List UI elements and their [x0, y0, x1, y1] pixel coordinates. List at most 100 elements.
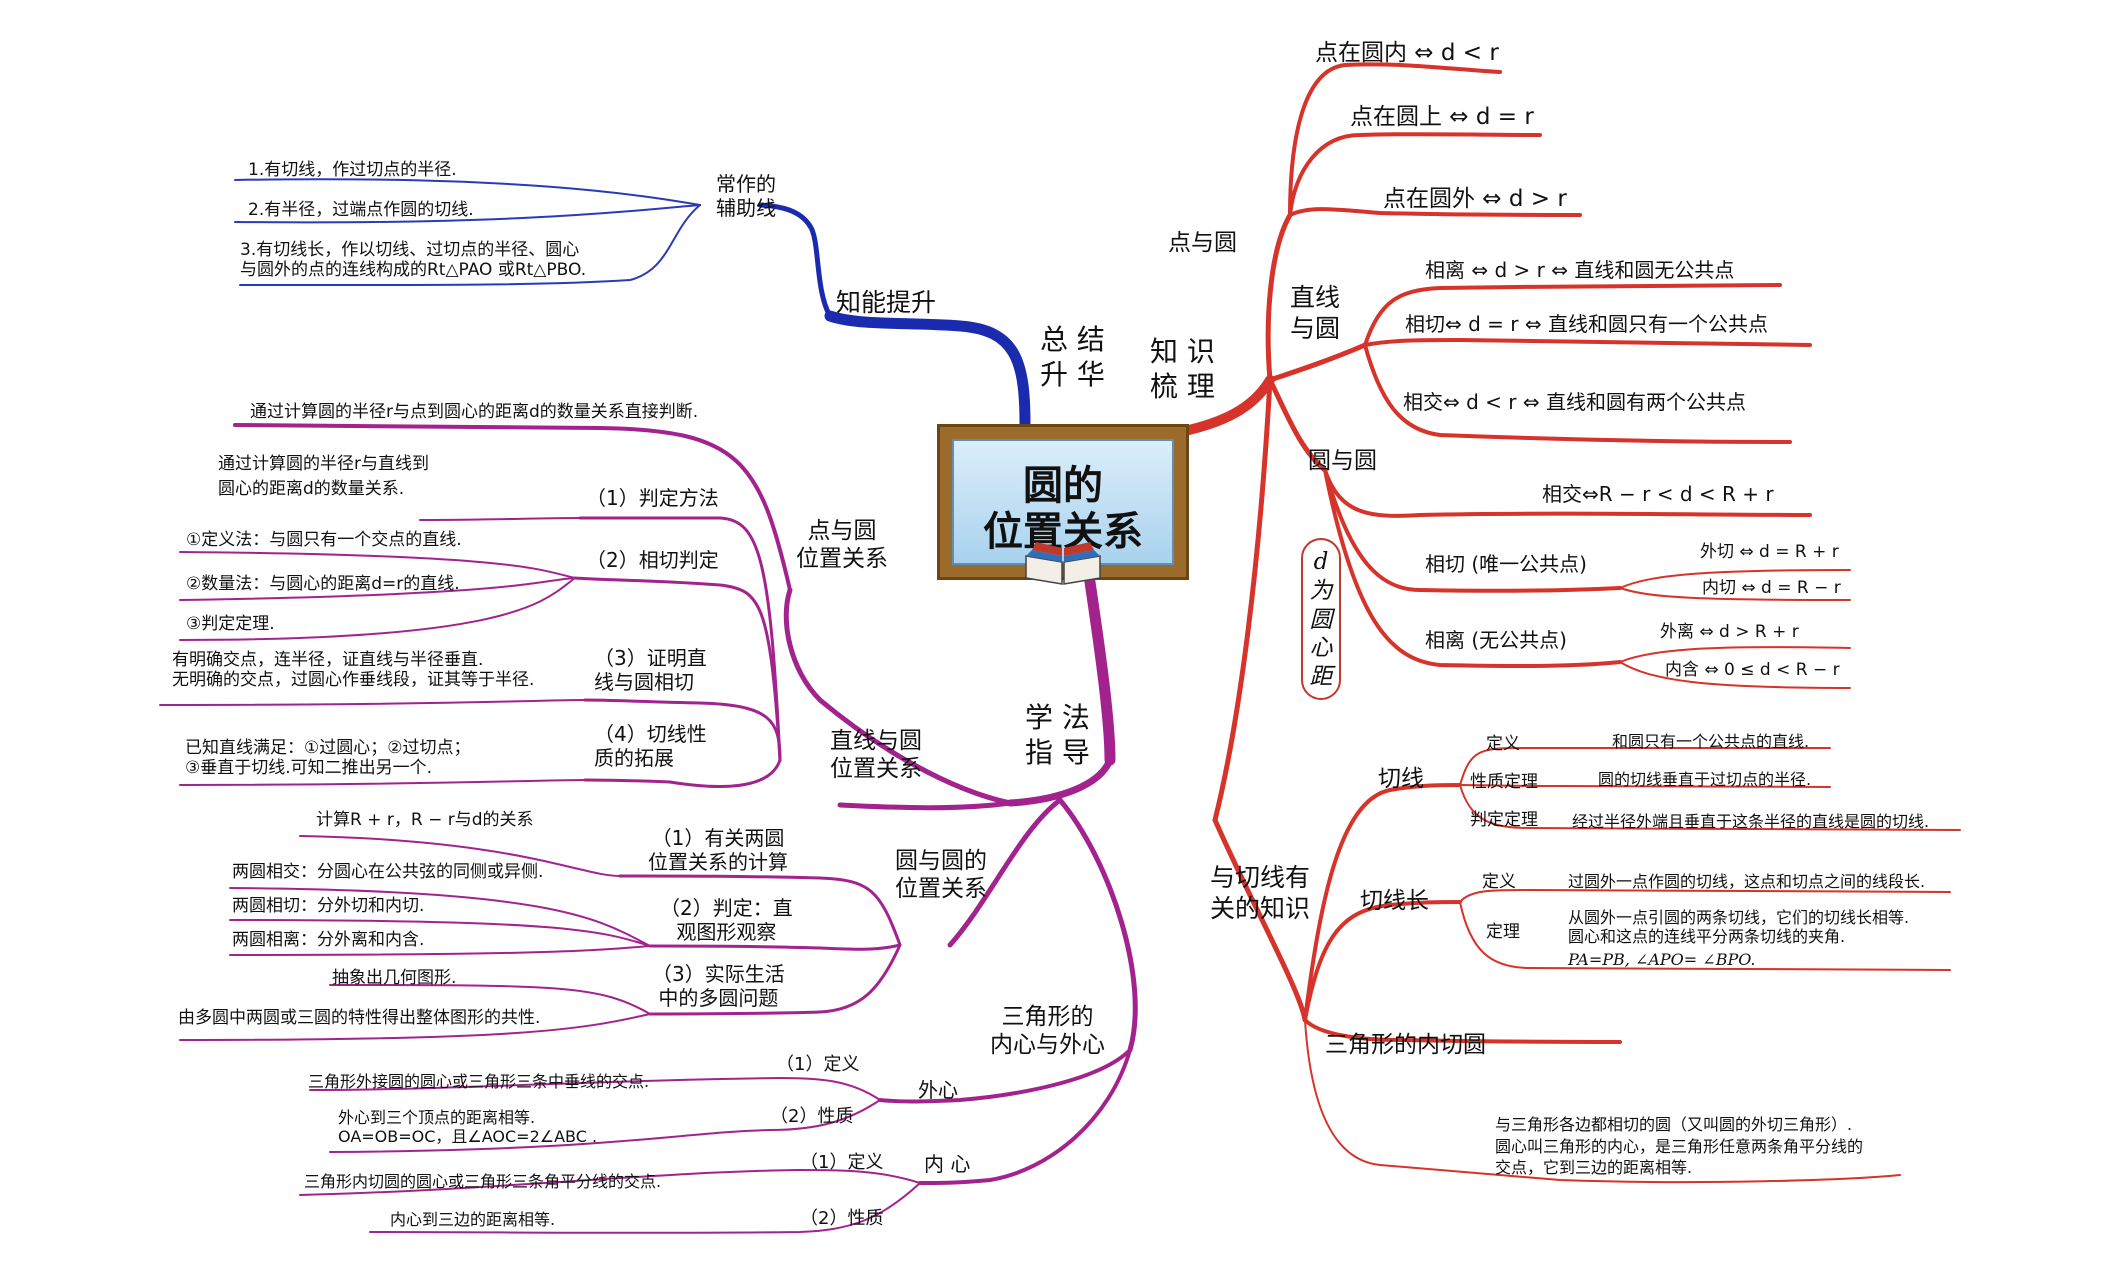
tl-prop-key: 性质定理	[1470, 772, 1538, 792]
l-triangle-node: 三角形的 内心与外心	[990, 1004, 1105, 1058]
l-cc-judge-node: （2）判定：直 观图形观察	[660, 896, 793, 944]
red-pc-1	[1288, 62, 1502, 217]
l-lc-method-text: 通过计算圆的半径r与直线到 圆心的距离d的数量关系.	[218, 454, 429, 499]
l-circle-circle-node: 圆与圆的 位置关系	[895, 848, 987, 902]
ability-node: 知能提升	[836, 288, 937, 317]
line-circle-node: 直线 与圆	[1290, 283, 1341, 344]
lc-tangent: 相切⇔ d = r ⇔ 直线和圆只有一个公共点	[1405, 312, 1768, 336]
red-cc-tangent	[1323, 468, 1622, 593]
l-cc-life-node: （3）实际生活 中的多圆问题	[652, 962, 785, 1010]
purple-lc-4	[583, 758, 782, 789]
l-circum-prop-key: （2）性质	[770, 1106, 854, 1127]
l-circum-prop-val: 外心到三个顶点的距离相等. OA=OB=OC，且∠AOC=2∠ABC .	[338, 1108, 598, 1147]
l-lc-method-node: （1）判定方法	[586, 486, 719, 510]
incircle-text: 与三角形各边都相切的圆（又叫圆的外切三角形）. 圆心叫三角形的内心，是三角形任意…	[1495, 1115, 1864, 1178]
circle-circle-node: 圆与圆	[1308, 448, 1377, 474]
red-cc-separate	[1323, 468, 1622, 668]
l-circum-def-key: （1）定义	[776, 1054, 860, 1075]
purple-lc-1-leaf	[419, 517, 581, 521]
pc-on: 点在圆上 ⇔ d = r	[1350, 104, 1534, 130]
red-point-circle	[1265, 212, 1293, 383]
aux-item-2: 2.有半径，过端点作圆的切线.	[248, 200, 474, 220]
l-line-circle-node: 直线与圆 位置关系	[830, 728, 922, 782]
purple-circum-def	[309, 1076, 881, 1101]
tlen-thm-key: 定理	[1486, 922, 1520, 942]
l-circum-node: 外心	[918, 1078, 958, 1102]
l-lc-judge-2: ②数量法：与圆心的距离d=r的直线.	[186, 574, 460, 594]
l-cc-life-2: 由多圆中两圆或三圆的特性得出整体图形的共性.	[178, 1008, 541, 1028]
red-lc-3	[1363, 343, 1792, 444]
red-circle-circle	[1267, 377, 1328, 473]
book-icon	[1025, 542, 1101, 585]
purple-circum	[878, 1048, 1132, 1104]
l-incenter-def-val: 三角形内切圆的圆心或三角形三条角平分线的交点.	[304, 1172, 662, 1191]
purple-incenter-def	[299, 1168, 921, 1196]
tlen-def-val: 过圆外一点作圆的切线，这点和切点之间的线段长.	[1568, 872, 1926, 891]
red-cc-intersect	[1323, 468, 1812, 518]
purple-triangle	[1057, 797, 1138, 1053]
blue-leaf-1	[234, 178, 701, 206]
summary-label: 总 结 升 华	[1040, 323, 1105, 391]
l-cc-calc-node: （1）有关两圆 位置关系的计算	[648, 826, 788, 874]
cc-separate-inner: 内含 ⇔ 0 ≤ d < R − r	[1665, 660, 1840, 680]
red-lc-1	[1363, 283, 1782, 347]
blue-leaf-3	[239, 204, 701, 287]
tl-prop-val: 圆的切线垂直于过切点的半径.	[1598, 770, 1812, 789]
tlen-def-key: 定义	[1482, 872, 1516, 892]
purple-cc-life-a	[329, 984, 651, 1015]
purple-lc-3-leaf	[159, 699, 586, 706]
blue-main-branch	[824, 310, 1031, 430]
aux-item-1: 1.有切线，作过切点的半径.	[248, 160, 457, 180]
red-trunk	[1184, 375, 1275, 435]
red-tangent-line	[1303, 783, 1462, 1022]
center-distance-note: d 为 圆 心 距	[1301, 538, 1341, 700]
l-lc-prove-text: 有明确交点，连半径，证直线与半径垂直. 无明确的交点，过圆心作垂线段，证其等于半…	[172, 650, 535, 691]
l-incenter-prop-key: （2）性质	[800, 1208, 884, 1229]
l-lc-prove-node: （3）证明直 线与圆相切	[594, 646, 707, 694]
blue-sub-branch	[757, 202, 833, 319]
red-tl-judge	[1459, 784, 1961, 831]
l-lc-extend-node: （4）切线性 质的拓展	[594, 722, 707, 770]
l-lc-extend-text: 已知直线满足：①过圆心；②过切点； ③垂直于切线.可知二推出另一个.	[185, 738, 471, 779]
purple-trunk	[1084, 576, 1116, 766]
l-cc-judge-2: 两圆相切：分外切和内切.	[232, 896, 425, 916]
l-cc-judge-3: 两圆相离：分外离和内含.	[232, 930, 425, 950]
l-circum-def-val: 三角形外接圆的圆心或三角形三条中垂线的交点.	[308, 1072, 650, 1091]
purple-lc-4-leaf	[179, 779, 586, 786]
red-tlen-thm	[1459, 901, 1951, 971]
tl-judge-val: 经过半径外端且垂直于这条半径的直线是圆的切线.	[1572, 812, 1930, 831]
red-incircle	[1303, 1018, 1622, 1044]
purple-lc-3	[583, 698, 782, 762]
l-lc-judge-node: （2）相切判定	[586, 548, 719, 572]
cc-tangent-outer: 外切 ⇔ d = R + r	[1700, 542, 1839, 562]
tangent-line-node: 切线	[1378, 766, 1424, 792]
purple-lc-2	[573, 576, 782, 762]
knowledge-label: 知 识 梳 理	[1150, 335, 1215, 403]
cc-intersect: 相交⇔R − r < d < R + r	[1542, 482, 1774, 506]
red-tangent-length	[1303, 900, 1462, 1022]
purple-cc-life	[648, 943, 902, 1016]
purple-cc	[947, 797, 1063, 948]
tangent-length-node: 切线长	[1360, 888, 1429, 914]
purple-incenter	[918, 1048, 1132, 1185]
red-cc-s-inner	[1619, 661, 1851, 689]
purple-split	[1006, 756, 1114, 807]
red-incircle-text	[1304, 1019, 1901, 1184]
l-pc-text: 通过计算圆的半径r与点到圆心的距离d的数量关系直接判断.	[250, 402, 699, 422]
board-face: 圆的 位置关系	[952, 439, 1174, 565]
cc-separate-outer: 外离 ⇔ d > R + r	[1660, 622, 1799, 642]
purple-lc-2-c	[179, 577, 576, 641]
purple-cc-judge-b	[229, 919, 651, 947]
pc-outside: 点在圆外 ⇔ d > r	[1383, 186, 1567, 212]
red-pc-3	[1288, 207, 1582, 217]
tangent-knowledge-node: 与切线有 关的知识	[1210, 863, 1311, 924]
cc-separate-node: 相离 (无公共点)	[1425, 628, 1567, 652]
pc-inside: 点在圆内 ⇔ d < r	[1315, 40, 1499, 66]
l-incenter-prop-val: 内心到三边的距离相等.	[390, 1210, 556, 1229]
purple-cc-judge-c	[229, 945, 651, 956]
purple-circum-prop	[329, 1099, 881, 1153]
l-cc-life-1: 抽象出几何图形.	[332, 968, 457, 988]
aux-lines-node: 常作的 辅助线	[716, 172, 776, 220]
l-cc-judge-1: 两圆相交：分圆心在公共弦的同侧或异侧.	[232, 862, 544, 882]
